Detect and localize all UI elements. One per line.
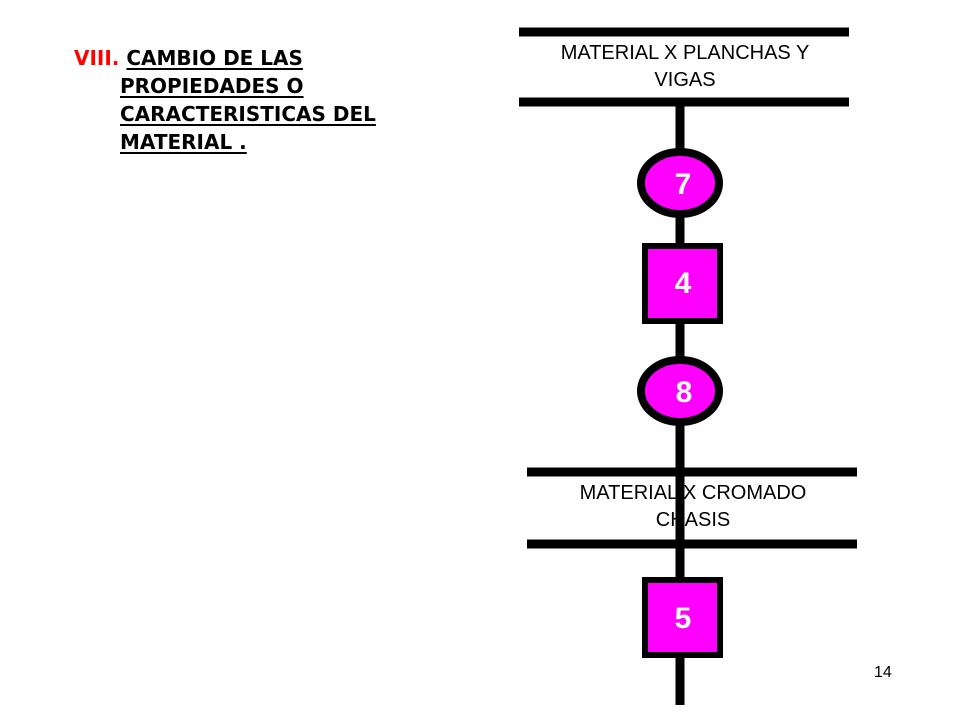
heading-line-3: CARACTERISTICAS DEL (120, 102, 376, 126)
top-bar-label: MATERIAL X PLANCHAS Y VIGAS (520, 40, 850, 94)
heading-line-2: PROPIEDADES O (120, 74, 304, 98)
operation-node-8: 8 (637, 356, 723, 426)
bottom-bar-label-line-1: MATERIAL X CROMADO (579, 482, 807, 504)
heading-line-4: MATERIAL . (120, 130, 247, 154)
operation-node-8-label: 8 (676, 376, 693, 409)
operation-node-7-label: 7 (675, 168, 692, 201)
section-number: VIII. (74, 46, 120, 70)
inspection-node-4: 4 (642, 243, 723, 324)
inspection-node-5: 5 (642, 577, 723, 658)
heading-line-1: CAMBIO DE LAS (126, 46, 303, 70)
operation-node-7: 7 (637, 148, 723, 218)
bottom-bar-label: MATERIAL X CROMADO CHASIS (528, 480, 858, 534)
inspection-node-4-label: 4 (675, 267, 692, 300)
inspection-node-5-label: 5 (675, 602, 692, 635)
slide-heading: VIII. CAMBIO DE LAS PROPIEDADES O CARACT… (74, 44, 474, 156)
top-bar-label-line-1: MATERIAL X PLANCHAS Y (560, 42, 810, 64)
page-number: 14 (874, 664, 892, 681)
bottom-bar-label-line-2: CHASIS (655, 509, 731, 531)
top-bar-label-line-2: VIGAS (654, 69, 716, 91)
